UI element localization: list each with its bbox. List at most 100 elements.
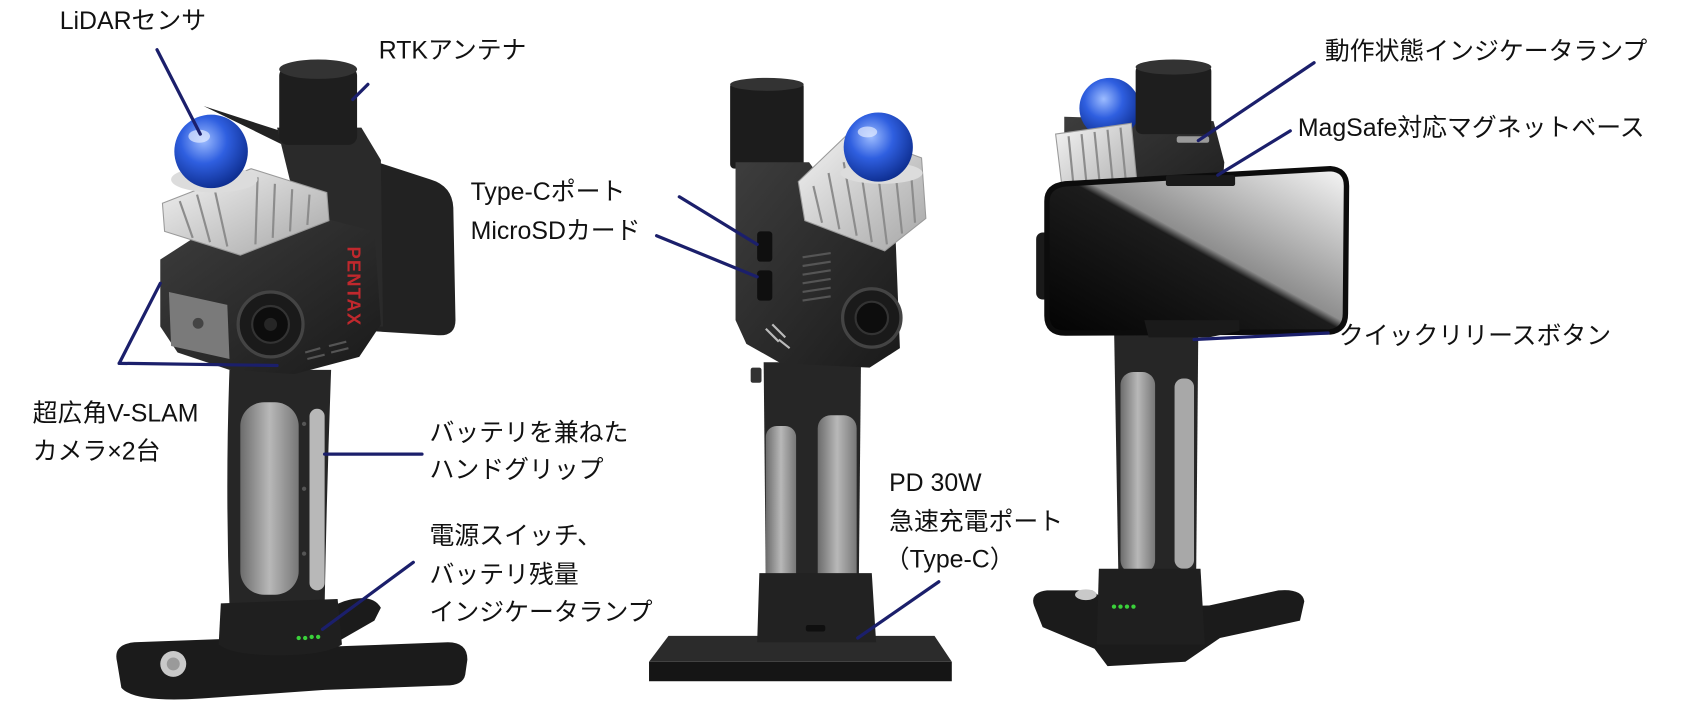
- device-front-view: PENTAX: [116, 59, 468, 700]
- leader-microsd-card: [654, 234, 759, 279]
- vent-slot: [328, 340, 347, 348]
- heatsink-fin: [195, 194, 212, 243]
- led: [315, 634, 321, 640]
- base-collar: [1096, 568, 1205, 645]
- vent-slot: [304, 347, 321, 354]
- vent-slash: [778, 338, 791, 350]
- label-vslam-camera-line1: 超広角V-SLAM: [33, 400, 199, 428]
- magsafe-top-clamp: [1165, 175, 1236, 186]
- rtk-antenna: [730, 82, 804, 169]
- label-microsd-card: MicroSDカード: [471, 217, 641, 245]
- rtk-antenna-top: [279, 59, 358, 79]
- smartphone: [1044, 165, 1350, 336]
- rtk-antenna-top: [730, 77, 804, 91]
- label-power-switch-line2: バッテリ残量: [430, 561, 579, 589]
- heatsink-fin: [306, 194, 311, 225]
- compass-disc-center: [166, 657, 180, 671]
- lidar-dome: [174, 114, 248, 189]
- grip-insert: [240, 402, 299, 595]
- led: [309, 634, 314, 640]
- heatsink-fin: [271, 183, 276, 238]
- leader-power-switch: [320, 560, 415, 631]
- lidar-dome: [1079, 77, 1140, 139]
- leader-quick-release: [1192, 331, 1330, 342]
- lidar-dome: [843, 112, 913, 182]
- grip-side-insert: [1174, 378, 1195, 569]
- camera-lens: [854, 300, 890, 336]
- grip-insert: [765, 426, 797, 589]
- vent-slot: [802, 260, 831, 268]
- vent-slot: [802, 269, 831, 276]
- heatsink-fin: [827, 172, 841, 230]
- led: [1111, 604, 1117, 609]
- leader-magsafe-base: [1216, 129, 1292, 177]
- vent-slot: [330, 347, 349, 354]
- label-fast-charge-line2: 急速充電ポート: [889, 508, 1063, 536]
- label-power-switch-line3: インジケータランプ: [430, 599, 653, 627]
- heatsink-fin: [877, 175, 889, 245]
- device-phone-view: [1033, 59, 1350, 667]
- label-fast-charge-line3: （Type-C）: [885, 546, 1015, 574]
- rtk-antenna: [279, 67, 358, 145]
- base-collar: [757, 573, 877, 643]
- battery-indicator-leds: [296, 634, 321, 641]
- led: [1118, 604, 1123, 609]
- device-side-view: [649, 77, 952, 682]
- label-quick-release-button: クイックリリースボタン: [1339, 322, 1611, 350]
- vent-slot: [802, 286, 831, 294]
- heatsink-fin: [894, 172, 904, 234]
- phone-mount-plate: [203, 105, 456, 336]
- heatsink-fin: [859, 170, 873, 243]
- label-lidar-sensor: LiDARセンサ: [60, 7, 206, 35]
- grip-side-insert: [309, 408, 325, 591]
- vent-slot: [802, 277, 831, 285]
- led: [303, 635, 308, 641]
- label-battery-grip-line1: バッテリを兼ねた: [430, 419, 629, 447]
- label-rtk-antenna: RTKアンテナ: [379, 36, 527, 64]
- vent-slash: [771, 323, 787, 339]
- screw: [301, 421, 307, 427]
- callout-lines: [117, 48, 1330, 640]
- vent-slot: [802, 251, 831, 259]
- label-type-c-port: Type-Cポート: [471, 178, 626, 206]
- label-power-switch-line1: 電源スイッチ、: [430, 522, 603, 550]
- brand-logo: PENTAX: [343, 247, 364, 327]
- microsd-slot: [757, 270, 773, 301]
- label-vslam-camera-line2: カメラ×2台: [33, 438, 161, 466]
- heatsink-fin: [288, 189, 294, 232]
- leader-type-c-port: [677, 195, 759, 247]
- vent-slash: [765, 327, 780, 343]
- label-battery-grip-line2: ハンドグリップ: [430, 456, 604, 484]
- leader-rtk-antenna: [351, 82, 370, 102]
- callout-labels: LiDARセンサ RTKアンテナ Type-Cポート MicroSDカード 超広…: [33, 7, 1648, 626]
- leader-vslam-camera-front: [117, 361, 279, 368]
- quick-release-clamp: [1144, 320, 1240, 338]
- rtk-antenna-top: [1135, 59, 1212, 75]
- screw: [301, 551, 307, 556]
- heatsink-fin: [213, 187, 229, 247]
- grip-insert: [817, 415, 857, 589]
- lidar-dome-highlight: [857, 126, 878, 138]
- label-status-lamp: 動作状態インジケータランプ: [1325, 37, 1648, 65]
- led: [1131, 604, 1136, 609]
- leader-status-lamp: [1196, 61, 1316, 143]
- led: [296, 635, 301, 641]
- grip-insert: [1120, 371, 1156, 574]
- label-fast-charge-line1: PD 30W: [889, 469, 982, 497]
- leader-vslam-camera-side: [117, 281, 162, 365]
- compass-disc: [1075, 589, 1097, 601]
- screw: [301, 486, 307, 491]
- battery-indicator-leds: [1111, 604, 1136, 609]
- base-stand-top: [649, 635, 952, 662]
- leader-lidar-sensor: [155, 48, 202, 136]
- vent-slot: [802, 295, 831, 302]
- side-button: [750, 367, 762, 383]
- lidar-dome-highlight: [188, 129, 211, 143]
- led: [1124, 604, 1130, 609]
- base-collar: [218, 599, 342, 656]
- heatsink-fin: [254, 177, 259, 245]
- heatsink-fin: [178, 200, 194, 239]
- vent-slot: [307, 353, 325, 361]
- side-camera-lens: [192, 317, 204, 329]
